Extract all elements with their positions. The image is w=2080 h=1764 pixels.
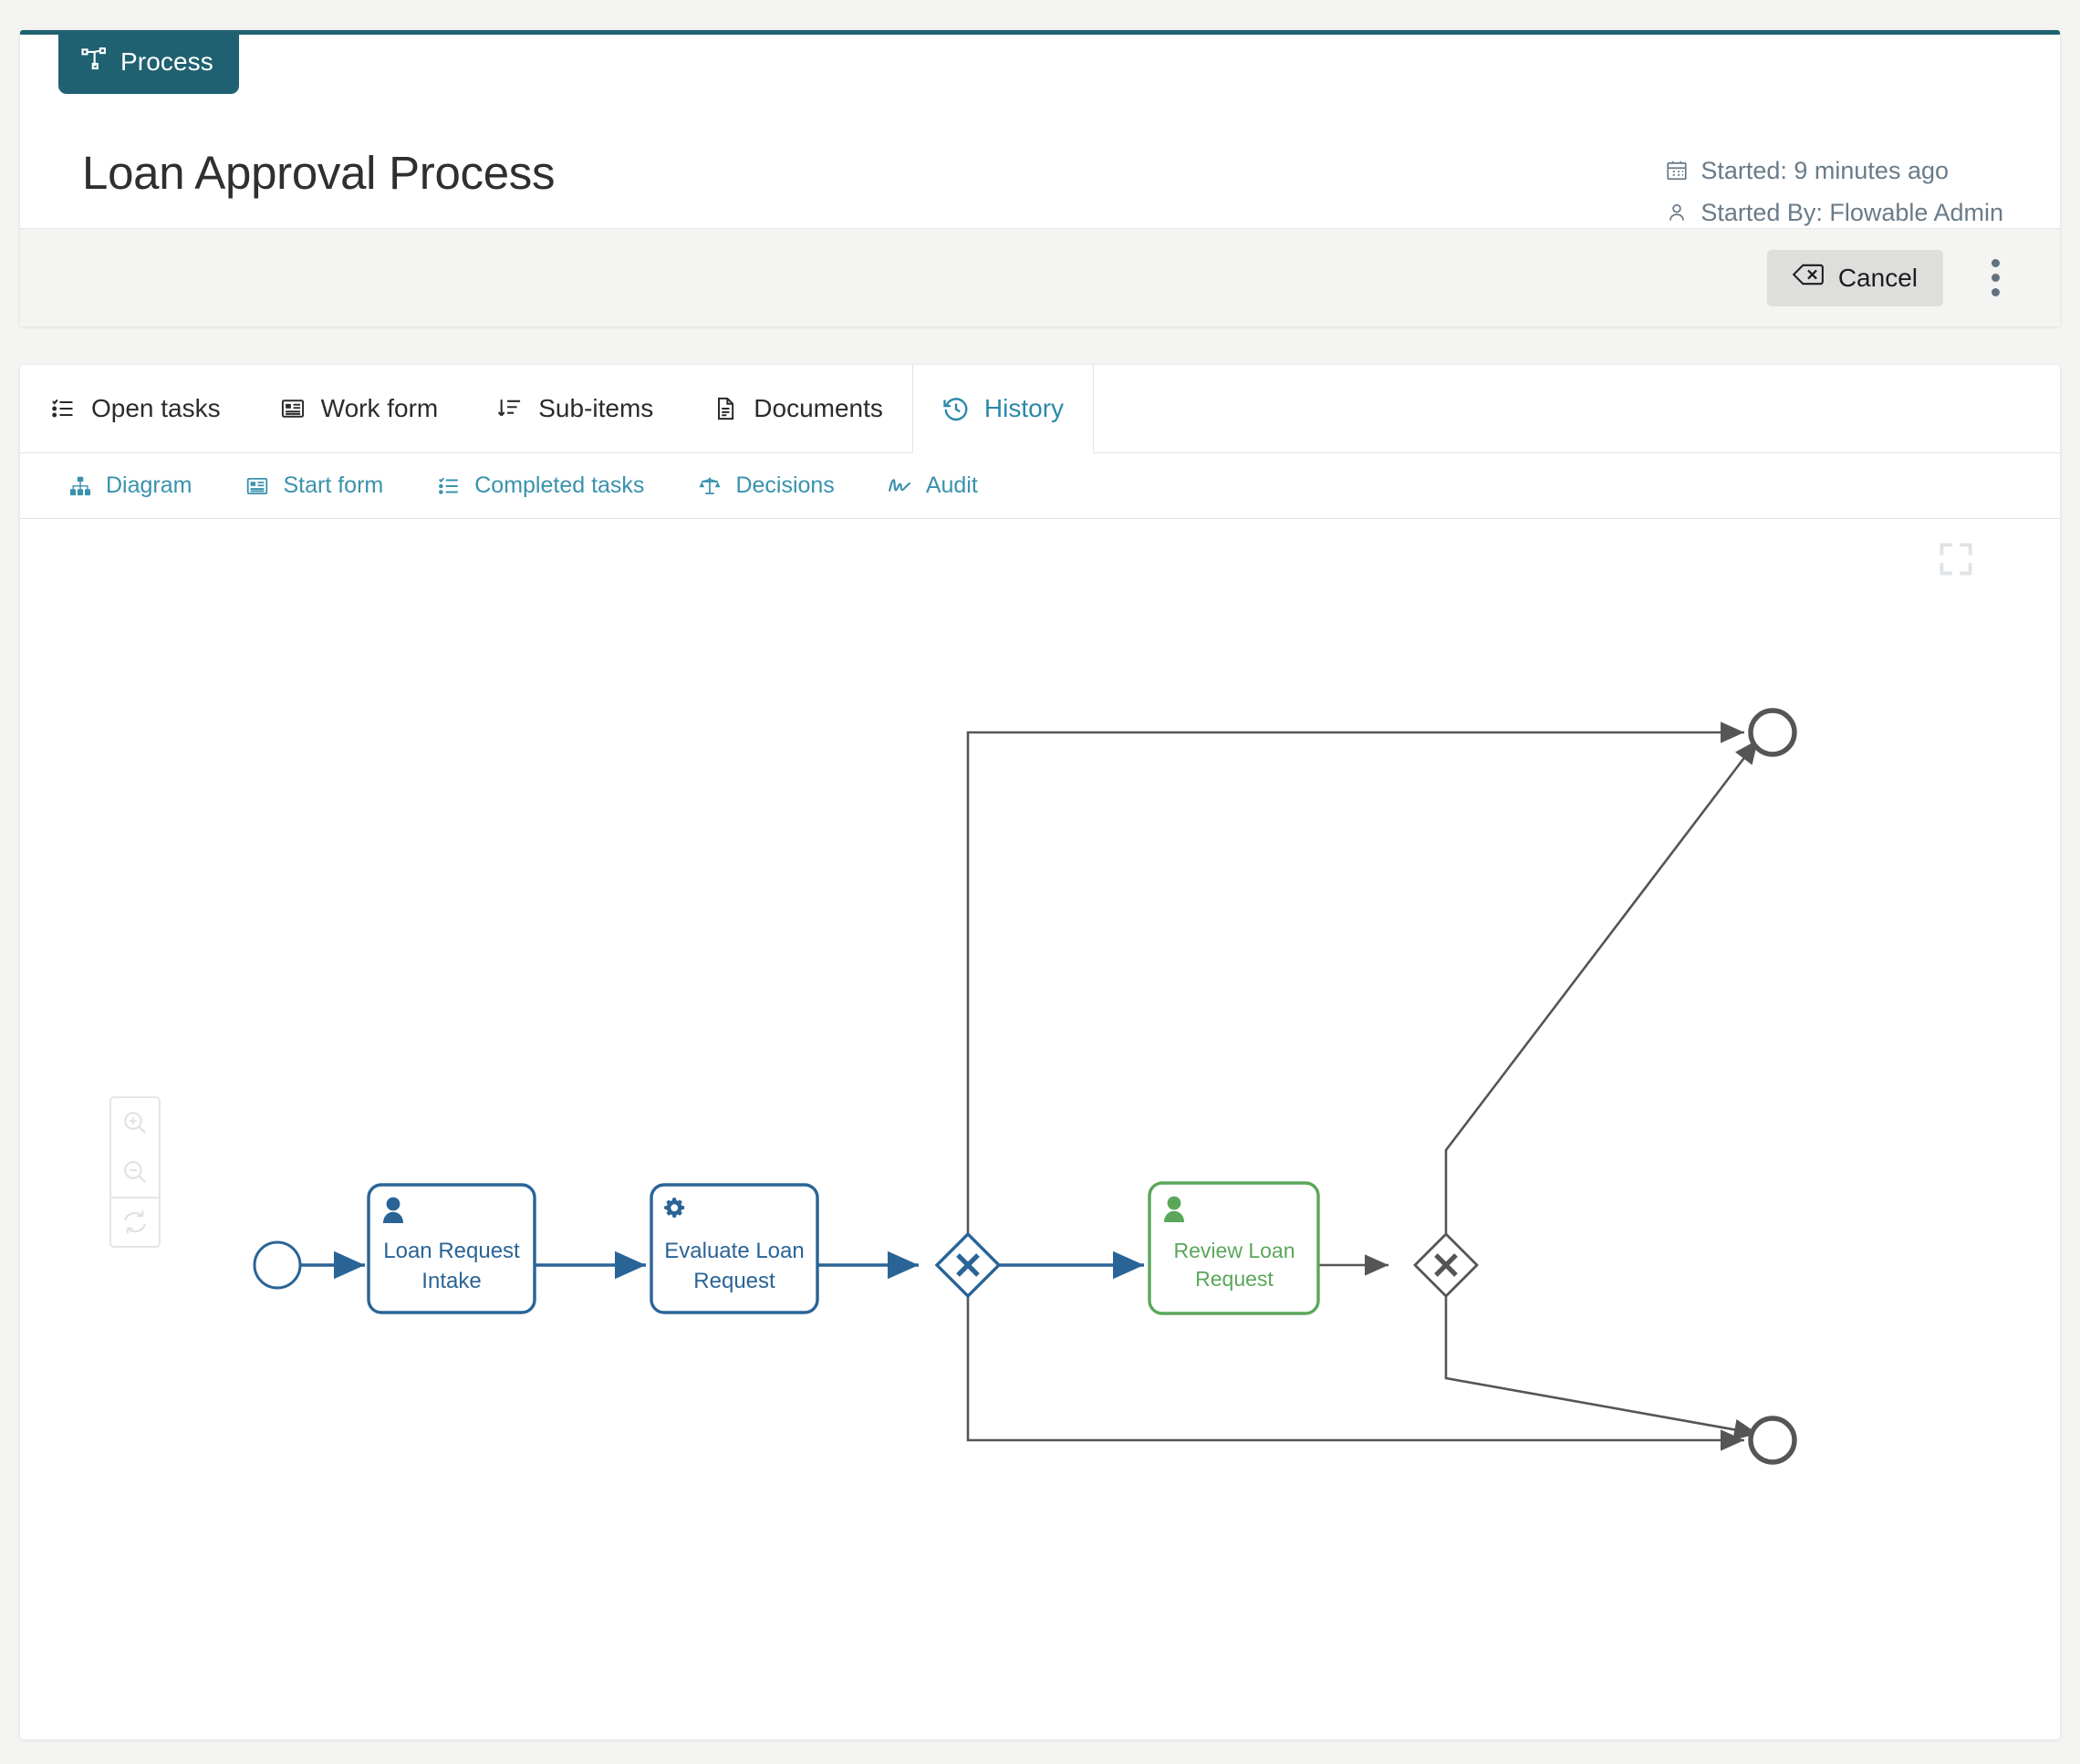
gear-icon: [664, 1198, 685, 1219]
tab-sub-items[interactable]: Sub-items: [467, 365, 682, 452]
task-list-icon: [436, 473, 462, 499]
fullscreen-icon[interactable]: [1936, 539, 1976, 579]
meta-started-text: Started: 9 minutes ago: [1700, 157, 1949, 184]
bpmn-end-event-top[interactable]: [1748, 708, 1797, 757]
process-type-badge: Process: [58, 30, 239, 94]
tab-documents[interactable]: Documents: [682, 365, 912, 452]
sort-list-icon: [496, 395, 524, 422]
cancel-button-label: Cancel: [1837, 263, 1918, 292]
bpmn-task-evaluate-loan-request[interactable]: Evaluate Loan Request: [650, 1183, 819, 1314]
bpmn-task-loan-request-intake[interactable]: Loan Request Intake: [367, 1183, 536, 1314]
flow-gateway1-to-end-top: [966, 721, 1744, 1234]
history-icon: [942, 395, 970, 422]
person-icon: [1665, 201, 1689, 224]
action-bar: Cancel: [20, 228, 2060, 327]
bpmn-diagram: Loan Request Intake Evaluate Loan Reques…: [253, 708, 1797, 1465]
sub-tab-audit-label: Audit: [925, 472, 978, 498]
tab-open-tasks-label: Open tasks: [91, 393, 221, 422]
cancel-button[interactable]: Cancel: [1766, 249, 1943, 306]
zoom-in-icon[interactable]: [111, 1098, 159, 1147]
user-icon: [383, 1197, 403, 1223]
meta-started-by: Started By: Flowable Admin: [1665, 192, 2003, 233]
backspace-delete-icon: [1792, 262, 1824, 294]
bpmn-end-event-bottom[interactable]: [1748, 1416, 1797, 1465]
flow-gateway2-to-end-top: [1444, 739, 1760, 1234]
bpmn-gateway-2[interactable]: [1413, 1232, 1479, 1298]
sub-tab-completed-tasks[interactable]: Completed tasks: [432, 472, 648, 499]
diagram-canvas[interactable]: Loan Request Intake Evaluate Loan Reques…: [20, 519, 2060, 1739]
form-icon: [279, 395, 307, 422]
svg-text:Request: Request: [1195, 1267, 1274, 1291]
org-chart-icon: [68, 473, 93, 499]
kebab-menu-icon[interactable]: [1967, 250, 2023, 306]
tab-history[interactable]: History: [911, 365, 1095, 453]
page-title: Loan Approval Process: [82, 147, 556, 199]
signature-icon: [888, 473, 913, 499]
flow-gateway1-to-end-bottom: [966, 1296, 1744, 1451]
tab-work-form[interactable]: Work form: [250, 365, 468, 452]
sub-tab-decisions-label: Decisions: [735, 472, 835, 498]
meta-started-by-text: Started By: Flowable Admin: [1700, 199, 2003, 226]
svg-text:Intake: Intake: [421, 1269, 481, 1293]
task-list-icon: [49, 395, 77, 422]
scales-icon: [697, 473, 723, 499]
task-label: Loan Request: [383, 1239, 520, 1263]
svg-text:Evaluate Loan: Evaluate Loan: [664, 1239, 804, 1263]
tab-history-label: History: [983, 394, 1065, 422]
refresh-icon[interactable]: [111, 1197, 159, 1246]
flow-gateway2-to-end-bottom: [1444, 1296, 1759, 1440]
tab-documents-label: Documents: [754, 393, 883, 422]
svg-text:Request: Request: [693, 1269, 775, 1293]
svg-text:Review Loan: Review Loan: [1174, 1239, 1295, 1262]
main-tab-bar: Open tasks Work form: [20, 365, 2060, 453]
sub-tab-decisions[interactable]: Decisions: [693, 472, 837, 499]
sub-tab-completed-tasks-label: Completed tasks: [474, 472, 645, 498]
form-icon: [244, 473, 270, 499]
zoom-toolbar: [109, 1096, 161, 1248]
bpmn-task-review-loan-request[interactable]: Review Loan Request: [1148, 1181, 1320, 1315]
bpmn-start-event[interactable]: [253, 1240, 302, 1290]
process-header-card: Process Loan Approval Process Started: 9…: [20, 30, 2060, 327]
sub-tab-audit[interactable]: Audit: [884, 472, 982, 499]
zoom-out-icon[interactable]: [111, 1147, 159, 1197]
sub-tab-diagram[interactable]: Diagram: [64, 472, 195, 499]
sub-tab-start-form[interactable]: Start form: [241, 472, 387, 499]
sub-tab-bar: Diagram Start form: [20, 453, 2060, 519]
sub-tab-start-form-label: Start form: [283, 472, 384, 498]
meta-started: Started: 9 minutes ago: [1665, 150, 2003, 192]
calendar-icon: [1665, 159, 1689, 182]
document-icon: [712, 395, 739, 422]
tab-sub-items-label: Sub-items: [538, 393, 654, 422]
process-meta: Started: 9 minutes ago Started By: Flowa…: [1665, 150, 2003, 233]
bpmn-gateway-1[interactable]: [934, 1231, 1002, 1299]
tab-open-tasks[interactable]: Open tasks: [20, 365, 250, 452]
content-card: Open tasks Work form: [20, 365, 2060, 1739]
sub-tab-diagram-label: Diagram: [106, 472, 192, 498]
process-type-label: Process: [120, 47, 213, 76]
process-flow-icon: [80, 46, 108, 79]
tab-work-form-label: Work form: [320, 393, 439, 422]
user-icon: [1164, 1196, 1184, 1222]
